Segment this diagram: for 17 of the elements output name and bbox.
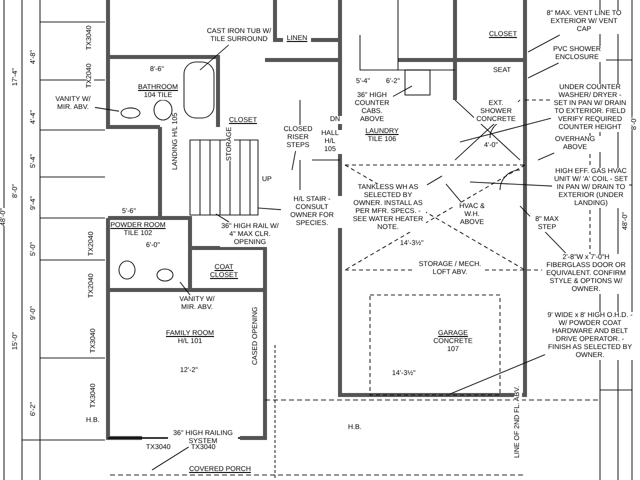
leader-line: [292, 150, 296, 170]
leader-line: [470, 182, 552, 186]
leader-line: [446, 184, 462, 202]
leader-line: [538, 152, 555, 160]
leader-line: [180, 282, 190, 296]
leader-line: [392, 86, 412, 97]
leader-line: [460, 118, 552, 142]
leader-line: [528, 34, 560, 52]
leader-line: [94, 107, 120, 112]
leader-line: [216, 214, 230, 222]
leader-line: [152, 446, 190, 470]
leader-line: [450, 354, 546, 394]
leader-line: [426, 176, 442, 186]
sink-symbol: [120, 107, 141, 119]
leader-line: [258, 208, 282, 210]
leader-line: [528, 62, 560, 78]
leader-line: [200, 44, 230, 70]
